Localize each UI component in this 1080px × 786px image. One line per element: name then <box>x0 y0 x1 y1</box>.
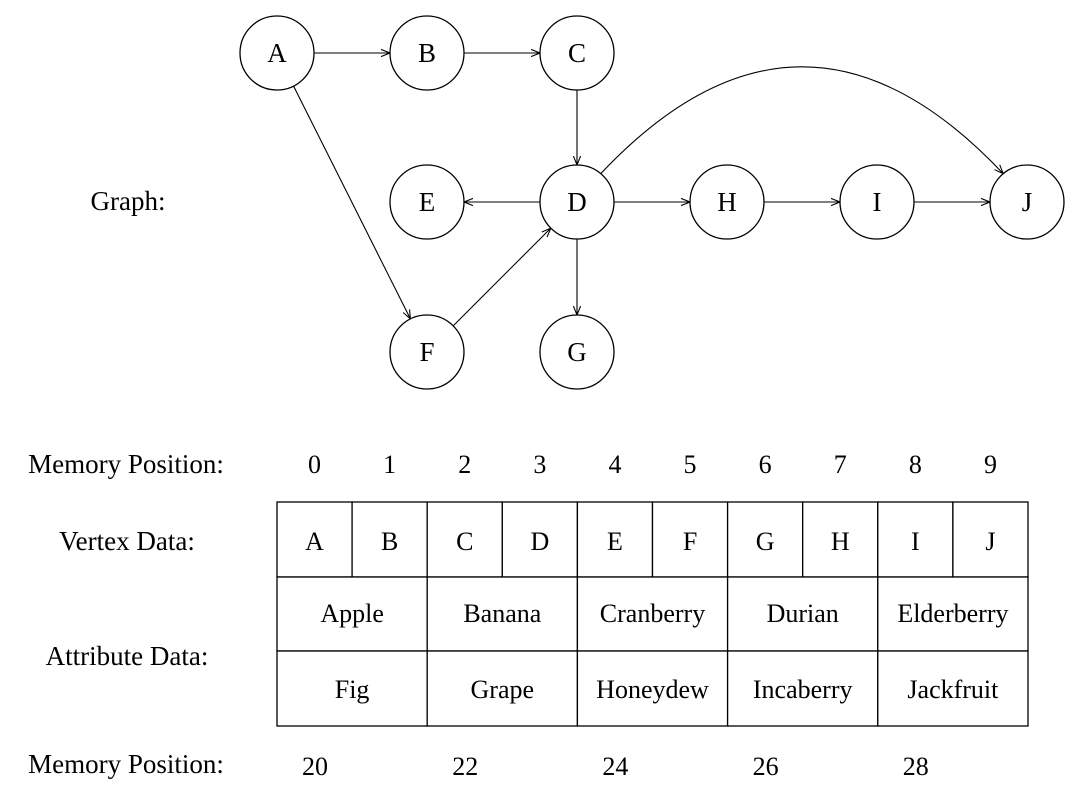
attribute-cell-row1-box <box>276 576 428 652</box>
node-circle <box>239 15 315 91</box>
memory-position-cell: 6 <box>759 450 772 479</box>
node-b: B <box>389 15 465 91</box>
memory-position-cell: 0 <box>308 450 321 479</box>
node-circle <box>689 164 765 240</box>
attribute-cell-row2: Incaberry <box>753 675 853 704</box>
graph-nodes: A B C D E F G H I J <box>239 15 1065 390</box>
attribute-cell-row2: Fig <box>335 675 370 704</box>
memory-position-cell: 3 <box>533 450 546 479</box>
attribute-cell-row2-box <box>576 650 729 727</box>
node-circle <box>389 164 465 240</box>
vertex-cell-box <box>877 501 954 578</box>
attribute-cell-row1-box <box>426 576 579 652</box>
node-circle <box>389 314 465 390</box>
vertex-cell-box <box>651 501 729 578</box>
node-label: B <box>418 38 436 68</box>
memory-position-bottom-label: Memory Position: <box>28 749 224 779</box>
memory-position-bottom-cell: 24 <box>602 752 628 781</box>
attribute-cell-row1: Elderberry <box>897 599 1008 628</box>
memory-position-cell: 4 <box>608 450 621 479</box>
edge-d-j <box>600 66 1003 174</box>
attribute-cell-row1-box <box>576 576 729 652</box>
vertex-cell-box <box>576 501 654 578</box>
vertex-cell-box <box>952 501 1029 578</box>
memory-position-top-row: 0 1 2 3 4 5 6 7 8 9 <box>308 450 997 479</box>
memory-position-cell: 9 <box>984 450 997 479</box>
memory-position-cell: 8 <box>909 450 922 479</box>
memory-position-cell: 7 <box>834 450 847 479</box>
vertex-data-label: Vertex Data: <box>59 526 195 556</box>
node-a: A <box>239 15 315 91</box>
attribute-cell-row2-box <box>426 650 579 727</box>
node-circle <box>839 164 915 240</box>
node-e: E <box>389 164 465 240</box>
attribute-cell-row2: Jackfruit <box>907 675 999 704</box>
node-label: H <box>717 187 737 217</box>
node-circle <box>989 164 1065 240</box>
node-circle <box>389 15 465 91</box>
memory-position-bottom-cell: 20 <box>302 752 328 781</box>
vertex-cell: F <box>683 527 697 556</box>
vertex-cell-box <box>426 501 503 578</box>
attribute-cell-row2-box <box>726 650 879 727</box>
vertex-cell: C <box>456 527 473 556</box>
memory-position-bottom-cell: 28 <box>903 752 929 781</box>
vertex-cell: D <box>530 527 549 556</box>
memory-position-cell: 2 <box>458 450 471 479</box>
vertex-cell: H <box>831 527 850 556</box>
attribute-cell-row2: Grape <box>471 675 535 704</box>
attribute-cell-row1-box <box>877 576 1029 652</box>
node-i: I <box>839 164 915 240</box>
node-f: F <box>389 314 465 390</box>
edge-f-d <box>452 228 551 327</box>
vertex-cell: G <box>756 527 775 556</box>
vertex-cell: J <box>985 527 995 556</box>
memory-position-bottom-cell: 26 <box>753 752 779 781</box>
vertex-cell-box <box>351 501 428 578</box>
vertex-cell-box <box>726 501 804 578</box>
node-label: J <box>1022 187 1033 217</box>
memory-position-cell: 5 <box>684 450 697 479</box>
node-label: F <box>419 337 434 367</box>
graph-label: Graph: <box>91 186 166 216</box>
attribute-cell-row1: Durian <box>767 599 839 628</box>
vertex-cell: B <box>381 527 398 556</box>
node-circle <box>539 314 615 390</box>
node-c: C <box>539 15 615 91</box>
graph-edges <box>293 53 1004 327</box>
vertex-cell-box <box>501 501 579 578</box>
attribute-cell-row1-box <box>726 576 879 652</box>
node-d: D <box>539 164 615 240</box>
memory-position-bottom-row: 20 22 24 26 28 <box>302 752 929 781</box>
attribute-cell-row1: Cranberry <box>600 599 705 628</box>
node-label: A <box>267 38 287 68</box>
node-label: D <box>567 187 587 217</box>
memory-position-cell: 1 <box>383 450 396 479</box>
attribute-cell-row2-box <box>877 650 1029 727</box>
node-label: I <box>873 187 882 217</box>
vertex-cell: I <box>911 527 920 556</box>
vertex-cell-box <box>276 501 353 578</box>
vertex-cell: A <box>305 527 324 556</box>
node-j: J <box>989 164 1065 240</box>
node-label: E <box>419 187 436 217</box>
node-g: G <box>539 314 615 390</box>
node-label: C <box>568 38 586 68</box>
vertex-cell: E <box>607 527 623 556</box>
attribute-data-label: Attribute Data: <box>46 641 209 671</box>
node-circle <box>539 164 615 240</box>
attribute-cell-row2: Honeydew <box>596 675 709 704</box>
node-h: H <box>689 164 765 240</box>
attribute-cell-row1: Apple <box>320 599 384 628</box>
memory-position-top-label: Memory Position: <box>28 449 224 479</box>
node-label: G <box>567 337 587 367</box>
node-circle <box>539 15 615 91</box>
memory-position-bottom-cell: 22 <box>452 752 478 781</box>
attribute-cell-row1: Banana <box>463 599 541 628</box>
edge-a-f <box>293 85 411 319</box>
memory-table: A B C D E F G H I J Apple Banana Cranberry Durian Elde… <box>276 501 1029 727</box>
